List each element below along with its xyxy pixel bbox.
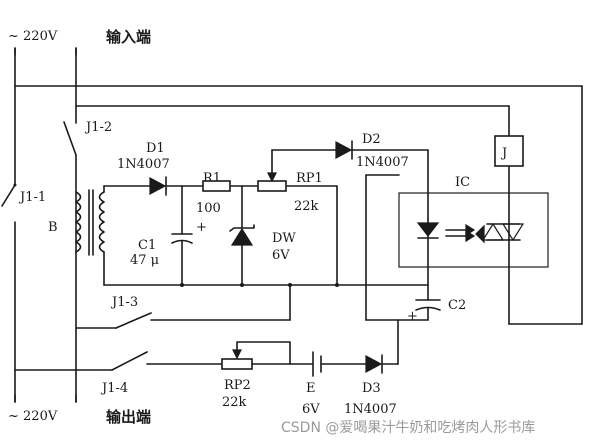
relay-contact-j1-3	[75, 284, 291, 329]
zener-dw-label: DW	[272, 231, 296, 246]
diode-d1-part-label: 1N4007	[117, 157, 170, 172]
relay-contact-j1-1-label: J1-1	[18, 190, 46, 205]
capacitor-c1-plus-label: +	[196, 220, 207, 235]
potentiometer-rp1-value-label: 22k	[294, 199, 319, 214]
relay-contact-j1-1	[1, 183, 17, 207]
ac-output-voltage-label: ~ 220V	[8, 409, 58, 424]
junction-dot	[240, 283, 244, 287]
diode-d3	[365, 354, 399, 374]
battery-e-value-label: 6V	[302, 402, 320, 417]
relay-contact-j1-4	[14, 351, 223, 371]
capacitor-c2	[415, 299, 441, 321]
capacitor-c2-label: C2	[448, 298, 466, 313]
optocoupler-ic-label: IC	[455, 175, 470, 190]
output-terminal-label: 输出端	[106, 408, 151, 426]
potentiometer-rp1-label: RP1	[296, 171, 323, 186]
battery-e	[312, 351, 367, 377]
relay-coil-j	[494, 135, 524, 167]
capacitor-c1	[171, 185, 193, 286]
potentiometer-rp2	[221, 341, 313, 370]
c2-lower-wires	[365, 174, 429, 365]
relay-coil-j-label: J	[500, 146, 507, 161]
relay-contact-j1-2	[63, 121, 77, 156]
optocoupler-ic	[398, 192, 549, 301]
diode-d2-label: D2	[362, 132, 381, 147]
diode-d1	[149, 176, 167, 196]
diode-d3-label: D3	[362, 381, 381, 396]
input-terminal-label: 输入端	[106, 28, 151, 46]
d2-branch	[271, 140, 429, 219]
watermark: CSDN @爱喝果汁牛奶和吃烤肉人形书库	[281, 420, 535, 436]
resistor-r1	[202, 180, 231, 192]
diode-d1-label: D1	[146, 141, 165, 156]
relay-contact-j1-2-label: J1-2	[84, 120, 112, 135]
capacitor-c1-value-label: 47 μ	[130, 253, 159, 268]
zener-dw	[229, 185, 255, 286]
relay-contact-j1-4-label: J1-4	[100, 381, 128, 396]
potentiometer-rp1	[257, 180, 287, 192]
terminal-marks	[14, 47, 77, 403]
diode-d3-part-label: 1N4007	[344, 402, 397, 417]
diode-d2-part-label: 1N4007	[356, 155, 409, 170]
top-bus-wires	[14, 85, 583, 325]
potentiometer-rp2-label: RP2	[224, 378, 251, 393]
battery-e-label: E	[306, 381, 316, 396]
potentiometer-rp2-value-label: 22k	[222, 395, 247, 410]
resistor-r1-value-label: 100	[196, 201, 221, 216]
capacitor-c1-label: C1	[138, 238, 156, 253]
junction-dot	[335, 283, 339, 287]
relay-contact-j1-3-label: J1-3	[110, 295, 138, 310]
ac-input-voltage-label: ~ 220V	[8, 29, 58, 44]
transformer-label: B	[48, 220, 58, 235]
zener-dw-value-label: 6V	[272, 248, 290, 263]
capacitor-c2-plus-label: +	[407, 309, 418, 324]
transformer-b	[75, 185, 105, 286]
junction-dot	[180, 283, 184, 287]
rp1-wiper	[267, 149, 277, 183]
